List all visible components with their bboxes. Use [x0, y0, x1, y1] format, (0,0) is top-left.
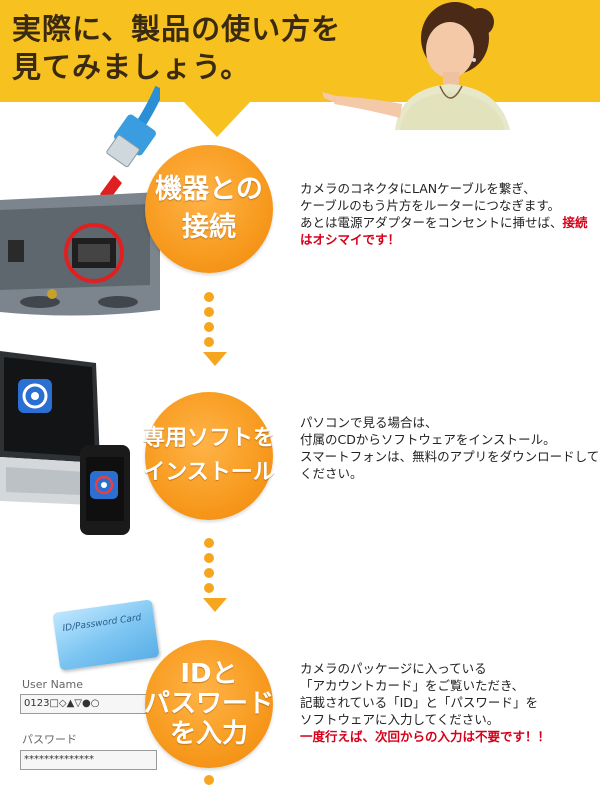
step-3-desc-line: 記載されている「ID」と「パスワード」を [300, 695, 538, 710]
id-password-card: ID/Password Card [52, 599, 160, 671]
step-2-description: パソコンで見る場合は、 付属のCDからソフトウェアをインストール。 スマートフォ… [300, 414, 600, 482]
password-label: パスワード [22, 733, 77, 746]
step-3-description: カメラのパッケージに入っている 「アカウントカード」をご覧いただき、 記載されて… [300, 660, 592, 745]
step-1-highlight: 接続 [562, 215, 588, 230]
step-2-desc-line: ください。 [300, 466, 363, 481]
page-title-line1: 実際に、製品の使い方を [12, 12, 342, 46]
step-3-highlight-line: 一度行えば、次回からの入力は不要です！！ [300, 729, 551, 744]
card-label: ID/Password Card [62, 612, 142, 634]
step-3-title-line1: IDと [180, 659, 238, 689]
step-1-circle: 機器との 接続 [145, 145, 273, 273]
page-title-line2: 見てみましょう。 [12, 50, 251, 84]
step-1-description: カメラのコネクタにLANケーブルを繋ぎ、 ケーブルのもう片方をルーターにつなぎま… [300, 180, 592, 248]
step-2-desc-line: パソコンで見る場合は、 [300, 415, 438, 430]
step-2-title-line1: 専用ソフトを [143, 426, 276, 451]
password-field: ************** [20, 750, 157, 770]
step-connector-1 [203, 292, 227, 366]
step-3-title-line2: パスワード [144, 689, 275, 719]
step-connector-3 [203, 775, 215, 790]
step-1-desc-line: ケーブルのもう片方をルーターにつなぎます。 [300, 198, 561, 213]
down-arrow-icon [203, 352, 227, 366]
step-3-desc-line: ソフトウェアに入力してください。 [300, 712, 500, 727]
header-pointer [183, 101, 251, 137]
page-title: 実際に、製品の使い方を 見てみましょう。 [12, 10, 341, 86]
step-1-title-line2: 接続 [182, 212, 236, 243]
step-3-desc-line: 「アカウントカード」をご覧いただき、 [300, 678, 525, 693]
router-lan-illustration [0, 85, 160, 316]
step-connector-2 [203, 538, 227, 612]
step-3-circle: IDと パスワード を入力 [144, 640, 275, 768]
step-1-desc-line: あとは電源アダプターをコンセントに挿せば、接続 [300, 215, 588, 230]
header-banner [0, 0, 600, 102]
step-2-circle: 専用ソフトを インストール [143, 392, 276, 520]
presenter-woman-illustration [322, 2, 510, 130]
step-3-desc-line: カメラのパッケージに入っている [300, 661, 487, 676]
username-label: User Name [22, 678, 84, 691]
step-1-desc-line: カメラのコネクタにLANケーブルを繋ぎ、 [300, 181, 536, 196]
step-1-title-line1: 機器との [155, 174, 263, 205]
down-arrow-icon [203, 598, 227, 612]
step-3-title-line3: を入力 [169, 719, 248, 749]
step-2-desc-line: 付属のCDからソフトウェアをインストール。 [300, 432, 556, 447]
step-2-title-line2: インストール [143, 460, 275, 485]
step-1-highlight-line: はオシマイです！ [300, 232, 401, 247]
username-field: 0123□◇▲▽●○ [20, 694, 157, 714]
step-2-desc-line: スマートフォンは、無料のアプリをダウンロードして [300, 449, 600, 464]
laptop-smartphone-illustration [0, 351, 130, 535]
